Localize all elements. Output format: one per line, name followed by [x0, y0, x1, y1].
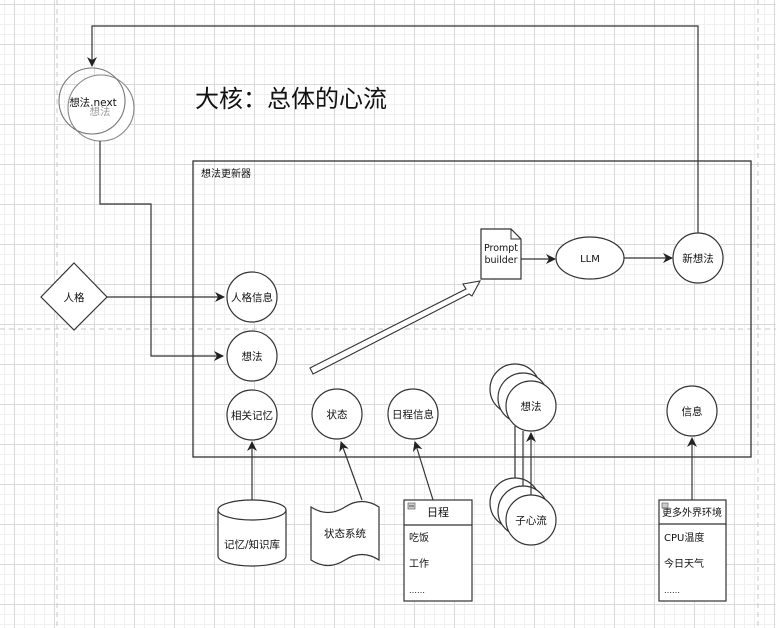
prompt-builder-label-line2: builder [484, 255, 517, 266]
info-label: 信息 [682, 405, 703, 418]
thought-node[interactable]: 想法 [226, 330, 278, 382]
schedule-list-title: 日程 [427, 506, 449, 519]
edges-subflow-to-subthought [514, 426, 536, 495]
state-system-label: 状态系统 [324, 527, 366, 540]
related-memory-node[interactable]: 相关记忆 [226, 389, 278, 441]
llm-label: LLM [580, 254, 600, 265]
schedule-list-item[interactable]: 工作 [409, 558, 429, 570]
environment-list[interactable]: 更多外界环境 CPU温度 今日天气 …… [658, 499, 727, 602]
schedule-list-item[interactable]: 吃饭 [409, 531, 429, 544]
thought-label: 想法 [242, 350, 263, 363]
collapse-icon[interactable] [661, 502, 669, 509]
schedule-list[interactable]: 日程 吃饭 工作 …… [403, 499, 473, 602]
sub-thought-label: 想法 [521, 400, 542, 413]
personality-info-node[interactable]: 人格信息 [226, 271, 278, 323]
thought-updater-label: 想法更新器 [201, 167, 251, 180]
aggregate-arrow [309, 280, 482, 375]
related-memory-label: 相关记忆 [231, 409, 273, 422]
environment-list-item[interactable]: …… [664, 586, 680, 595]
personality-node[interactable]: 人格 [40, 262, 108, 331]
edge-statesystem-to-state [339, 441, 363, 501]
environment-list-item[interactable]: CPU温度 [664, 531, 704, 544]
diagram-title: 大核：总体的心流 [195, 85, 387, 113]
info-node[interactable]: 信息 [666, 385, 718, 437]
thought-next-node[interactable]: 想法.next 想法 [58, 67, 135, 142]
sub-thought-stack[interactable]: 想法 [489, 363, 557, 432]
schedule-info-node[interactable]: 日程信息 [387, 388, 439, 440]
memory-db-label: 记忆/知识库 [224, 538, 280, 551]
edge-schedule-to-info [412, 441, 434, 501]
state-label: 状态 [327, 408, 348, 421]
edge-next-to-thought [99, 141, 224, 361]
thought-next-label: 想法.next [69, 96, 117, 109]
schedule-info-label: 日程信息 [392, 408, 434, 421]
sub-flow-stack[interactable]: 子心流 [489, 477, 557, 546]
environment-list-item[interactable]: 今日天气 [664, 557, 704, 570]
thought-updater-container[interactable] [192, 160, 752, 458]
schedule-list-item[interactable]: …… [409, 586, 425, 595]
prompt-builder-node[interactable]: Prompt builder [480, 228, 522, 280]
personality-info-label: 人格信息 [231, 291, 273, 304]
personality-label: 人格 [64, 291, 85, 304]
state-node[interactable]: 状态 [311, 388, 363, 440]
memory-db-node[interactable]: 记忆/知识库 [217, 499, 287, 567]
llm-node[interactable]: LLM [555, 236, 625, 280]
sub-flow-label: 子心流 [515, 514, 547, 527]
environment-list-title: 更多外界环境 [662, 506, 722, 519]
edge-newthought-to-next [87, 25, 699, 237]
new-thought-node[interactable]: 新想法 [672, 232, 724, 284]
state-system-node[interactable]: 状态系统 [310, 500, 380, 567]
prompt-builder-label-line1: Prompt [484, 243, 518, 254]
new-thought-label: 新想法 [682, 252, 714, 265]
thought-back-label: 想法 [90, 105, 111, 118]
